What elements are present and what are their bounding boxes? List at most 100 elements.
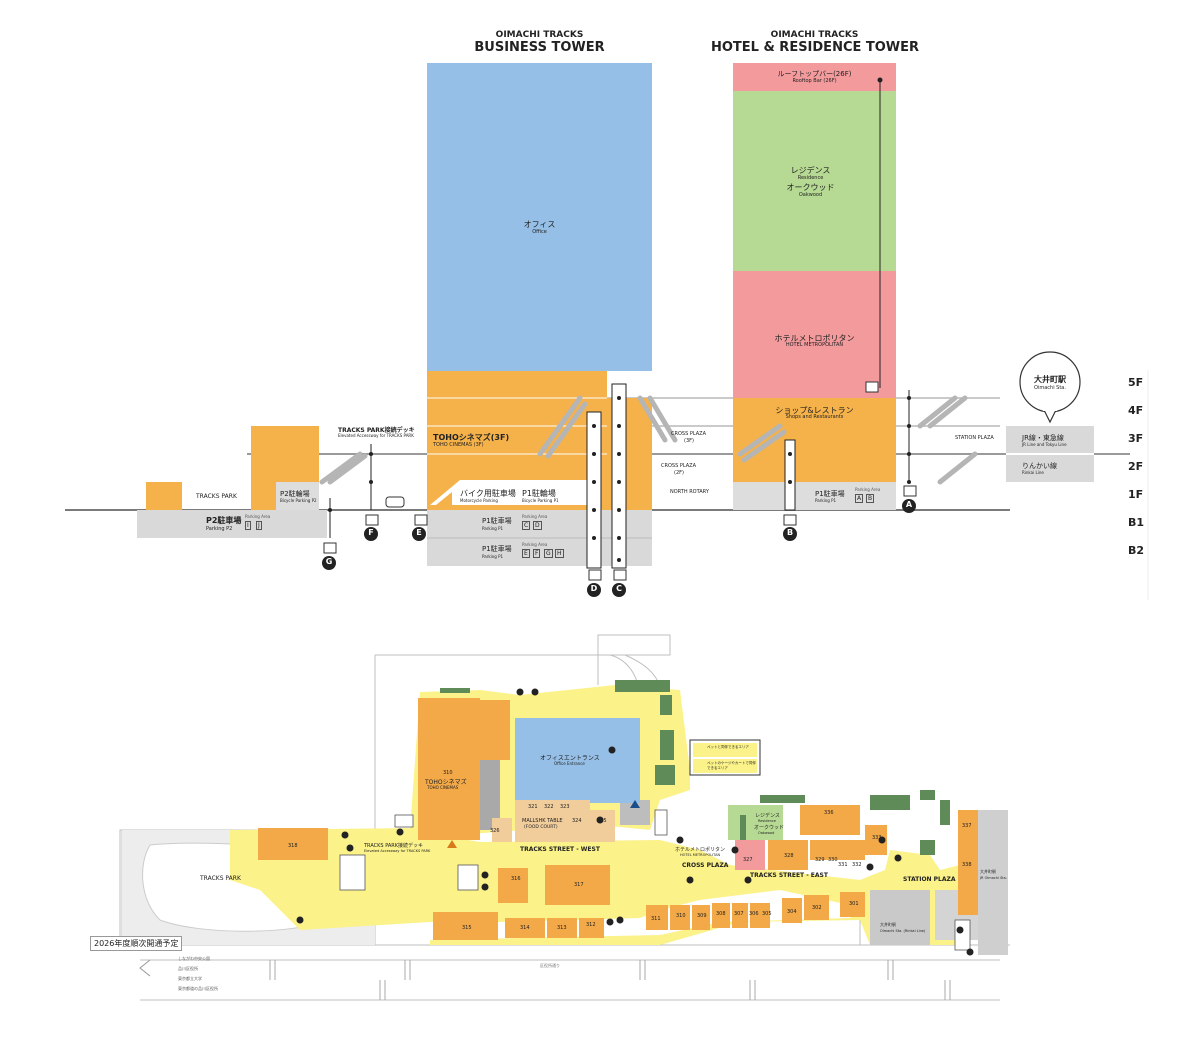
floor-3f: 3F — [1128, 432, 1144, 445]
residence-label: レジデンス — [790, 166, 831, 175]
plan-rinkai-en: Oimachi Sta. (Rinkai Line) — [880, 929, 926, 933]
entrance-f[interactable]: F — [368, 528, 374, 537]
unit-310: 310 — [676, 913, 686, 919]
plan-hotel-jp: ホテルメトロポリタン — [675, 847, 726, 853]
unit-325: 325 — [597, 818, 607, 824]
unit-337: 337 — [962, 823, 972, 829]
oakwood-label: オークウッド — [786, 183, 835, 192]
moto-label-en: Motorcycle Parking — [460, 498, 498, 503]
p1-b2-area-e: E — [522, 549, 530, 558]
unit-326: 326 — [490, 828, 500, 834]
toho-label: TOHOシネマズ(3F) — [433, 433, 510, 442]
west-note-4: 東京都道の品川区役所 — [178, 986, 218, 991]
p1-parking-b1-label-en: Parking P1 — [482, 526, 504, 531]
p2-parking-label: P2駐車場 — [206, 516, 242, 525]
business-tower-brand: OIMACHI TRACKS — [495, 30, 584, 40]
hotel-metropolitan — [733, 271, 896, 398]
entrance-d[interactable]: D — [590, 584, 598, 593]
food-court — [515, 800, 590, 842]
cross-plaza-3f-label: CROSS PLAZA — [671, 431, 707, 437]
p1-b1-area-c: C — [522, 521, 531, 530]
plan-cross-plaza: CROSS PLAZA — [682, 862, 729, 869]
office-entrance — [515, 718, 640, 803]
hotel-tower-brand: OIMACHI TRACKS — [770, 30, 859, 40]
unit-329: 329 — [815, 857, 825, 863]
unit-323: 323 — [560, 804, 570, 810]
unit-305: 305 — [762, 911, 772, 917]
unit-324: 324 — [572, 818, 582, 824]
hotel-label-en: HOTEL METROPOLITAN — [785, 342, 844, 348]
tracks-park-section-label: TRACKS PARK — [196, 493, 237, 500]
unit-313: 313 — [557, 925, 567, 931]
unit-311: 311 — [651, 916, 661, 922]
plan-station-jp: 大井町駅 — [980, 869, 996, 874]
p1-1f-label: P1駐車場 — [815, 490, 845, 498]
hotel-tower-title: HOTEL & RESIDENCE TOWER — [710, 40, 920, 55]
entrance-g[interactable]: G — [325, 557, 333, 566]
floor-2f: 2F — [1128, 460, 1144, 473]
plan-road-label: 区役所通り — [540, 963, 560, 968]
shops-label-en: Shops and Restaurants — [785, 414, 844, 420]
p2-parking — [137, 510, 327, 538]
station-bubble-en: Oimachi Sta. — [1034, 385, 1066, 391]
floor-5f: 5F — [1128, 376, 1144, 389]
unit-307: 307 — [734, 911, 744, 917]
p1-1f-label-en: Parking P1 — [815, 498, 837, 503]
p1-parking-b1-label: P1駐車場 — [482, 517, 512, 525]
entrance-a[interactable]: A — [905, 500, 913, 509]
north-rotary-label: NORTH ROTARY — [670, 489, 709, 495]
plan-mallshk-label: MALLSHK TABLE — [522, 818, 563, 824]
plan-deck-en: Elevated Accessway for TRACKS PARK — [364, 849, 431, 853]
p2-area-letter-i: I — [245, 521, 251, 530]
residence-oakwood — [733, 91, 896, 271]
plan-toho-no: 310 — [443, 770, 453, 776]
p2-bicycle-label: P2駐輪場 — [280, 490, 310, 498]
p1-bicycle-label: P1駐輪場 — [522, 489, 556, 498]
plan-legend-2: ペットのケージやカートで同伴できるエリア — [707, 761, 756, 770]
opening-notice: 2026年度順次開通予定 — [90, 936, 183, 951]
p1-b1-area-d: D — [533, 521, 542, 530]
plan-street-west: TRACKS STREET - WEST — [520, 846, 600, 853]
toho-label-en: TOHO CINEMAS (3F) — [433, 442, 484, 448]
unit-330: 330 — [828, 857, 838, 863]
floor-b2: B2 — [1128, 544, 1145, 557]
hotel-label: ホテルメトロポリタン — [774, 334, 855, 343]
residence-label-en: Residence — [797, 175, 824, 181]
unit-321: 321 — [528, 804, 538, 810]
unit-314: 314 — [520, 925, 530, 931]
rinkai-line-label: りんかい線 — [1022, 462, 1057, 470]
p1-1f-area-tag: Parking Area — [855, 487, 881, 492]
moto-label: バイク用駐車場 — [460, 489, 516, 498]
plan-station-plaza: STATION PLAZA — [903, 876, 956, 883]
plan-oakwood-en: Oakwood — [758, 831, 775, 835]
plan-office-entrance-en: Office Entrance — [554, 761, 585, 766]
unit-336: 336 — [824, 810, 834, 816]
station-plaza-section-label: STATION PLAZA — [955, 435, 994, 441]
p1-bicycle-label-en: Bicycle Parking P1 — [522, 498, 559, 503]
p2-parking-label-en: Parking P2 — [206, 526, 233, 532]
unit-332: 332 — [852, 862, 862, 868]
p1-parking-b2-label-en: Parking P1 — [482, 554, 504, 559]
tracks-park-block-left — [146, 482, 182, 510]
plan-oakwood-jp: オークウッド — [754, 825, 785, 831]
p1-b2-area-h: H — [555, 549, 564, 558]
station-bubble-jp: 大井町駅 — [1034, 375, 1066, 384]
oakwood-label-en: Oakwood — [798, 192, 823, 198]
office-label-en: Office — [532, 229, 547, 235]
plan-station-en: JR Oimachi Sta. — [980, 876, 1007, 880]
deck-label: TRACKS PARK接続デッキ — [338, 427, 415, 434]
office-label: オフィス — [523, 220, 556, 229]
entrance-e[interactable]: E — [416, 528, 422, 537]
entrance-c[interactable]: C — [616, 584, 622, 593]
cross-plaza-3f-floor: (3F) — [684, 438, 694, 444]
rinkai-line-label-en: Rinkai Line — [1022, 470, 1044, 475]
plan-rinkai-jp: 大井町駅 — [880, 922, 896, 927]
floor-b1: B1 — [1128, 516, 1145, 529]
entrance-b[interactable]: B — [786, 528, 794, 537]
unit-333: 333 — [872, 835, 882, 841]
unit-331: 331 — [838, 862, 848, 868]
business-tower-title: BUSINESS TOWER — [474, 40, 605, 55]
plan-toho-jp: TOHOシネマズ — [425, 779, 467, 786]
west-note-2: 品川区役所 — [178, 966, 198, 971]
jr-line-label-en: JR Line and Tokyu Line — [1022, 442, 1067, 447]
